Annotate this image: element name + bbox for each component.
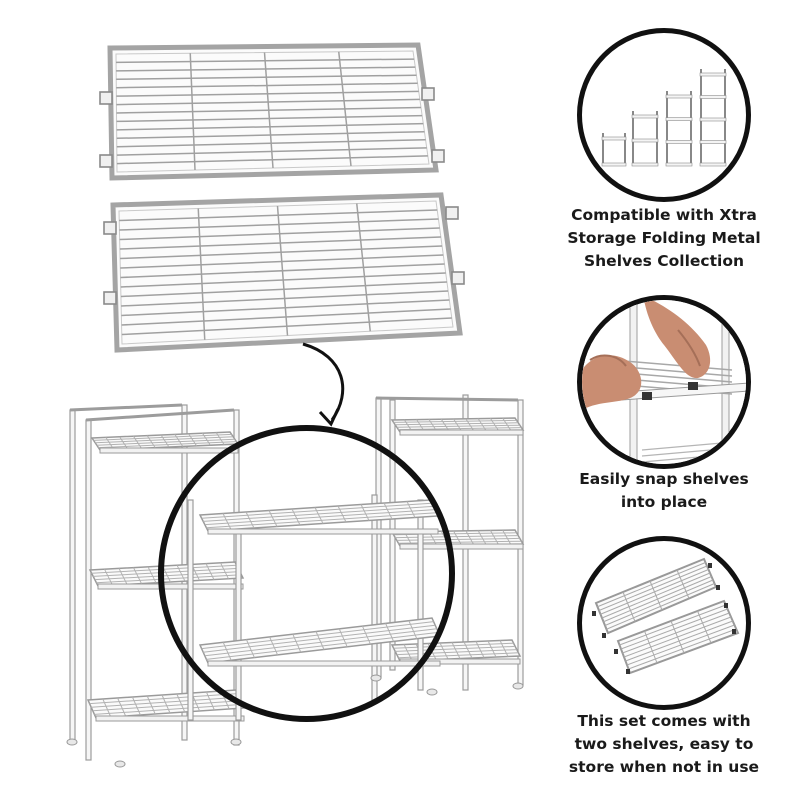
feature-circle-snap: [577, 295, 751, 469]
feature-caption-two-shelves: This set comes with two shelves, easy to…: [568, 712, 760, 776]
two-shelves-icon: [592, 557, 740, 675]
feature-caption-compatible: Compatible with Xtra Storage Folding Met…: [567, 206, 761, 270]
shelf-sizes-icon: [601, 69, 727, 167]
highlight-circle: [158, 425, 455, 722]
feature-caption-snap: Easily snap shelves into place: [579, 470, 749, 511]
hand-snapping-shelf-icon: [582, 300, 746, 464]
feature-circle-two-shelves: [577, 536, 751, 710]
feature-circle-sizes: [577, 28, 751, 202]
